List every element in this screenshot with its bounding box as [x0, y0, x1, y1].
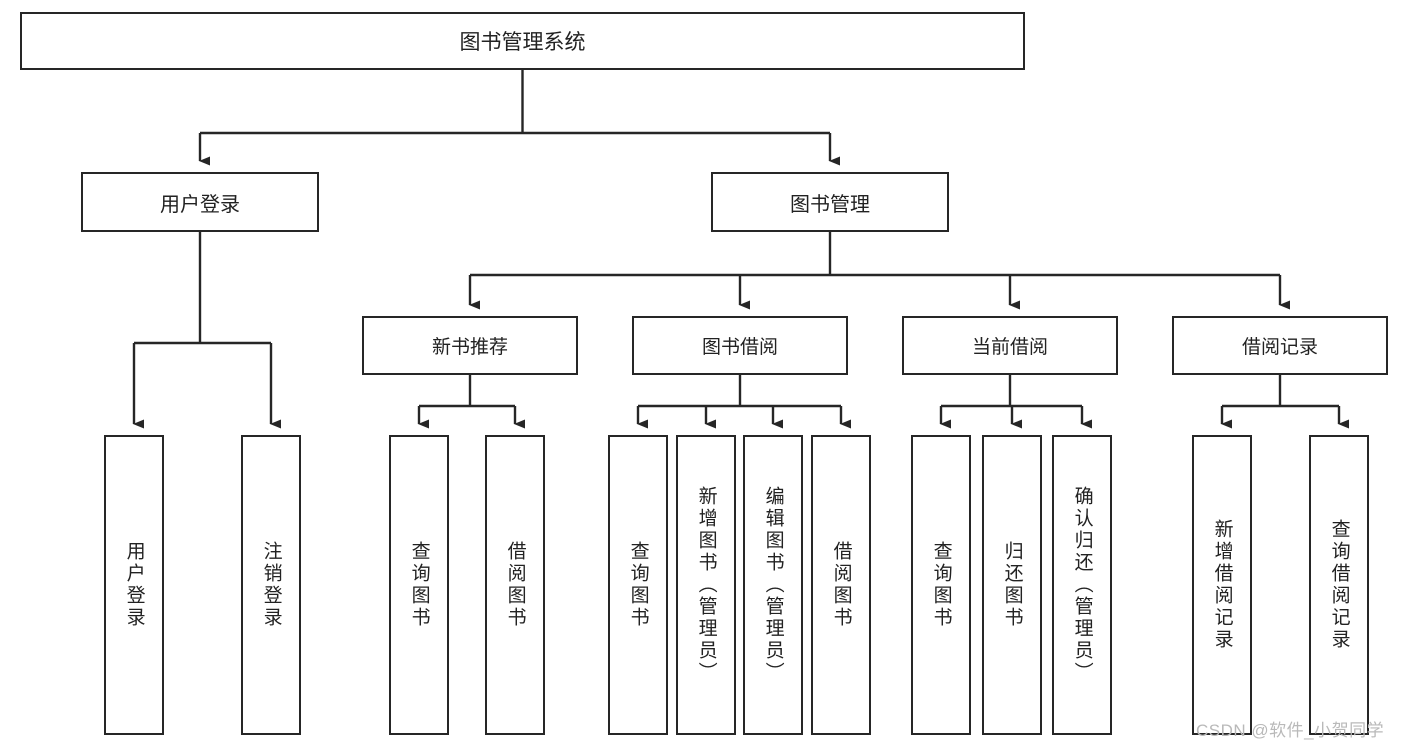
node-leaf-query-book-3: 查询图书 — [911, 435, 971, 735]
node-leaf-user-logout: 注销登录 — [241, 435, 301, 735]
node-leaf-add-record: 新增借阅记录 — [1192, 435, 1252, 735]
node-new-book-recommend: 新书推荐 — [362, 316, 578, 375]
node-label: 查询图书 — [627, 541, 649, 629]
node-leaf-borrow-book-2: 借阅图书 — [811, 435, 871, 735]
node-label: 新书推荐 — [431, 337, 508, 358]
node-label: 查询图书 — [408, 541, 430, 629]
node-leaf-borrow-book-1: 借阅图书 — [485, 435, 545, 735]
node-label: 图书借阅 — [701, 337, 778, 358]
node-user-login: 用户登录 — [81, 172, 319, 232]
node-label: 编辑图书（管理员） — [762, 486, 784, 684]
node-leaf-return-book: 归还图书 — [982, 435, 1042, 735]
node-leaf-user-login: 用户登录 — [104, 435, 164, 735]
node-label: 查询借阅记录 — [1328, 519, 1350, 651]
node-label: 新增图书（管理员） — [695, 486, 717, 684]
node-leaf-query-record: 查询借阅记录 — [1309, 435, 1369, 735]
csdn-watermark: CSDN @软件_小贺同学 — [1196, 721, 1385, 740]
node-leaf-confirm-return: 确认归还（管理员） — [1052, 435, 1112, 735]
node-label: 确认归还（管理员） — [1071, 486, 1093, 684]
node-label: 图书管理系统 — [459, 31, 586, 54]
node-leaf-query-book-1: 查询图书 — [389, 435, 449, 735]
node-current-borrow: 当前借阅 — [902, 316, 1118, 375]
node-label: 借阅图书 — [504, 541, 526, 629]
node-borrow-record: 借阅记录 — [1172, 316, 1388, 375]
node-leaf-edit-book: 编辑图书（管理员） — [743, 435, 803, 735]
node-label: 归还图书 — [1001, 541, 1023, 629]
node-label: 用户登录 — [123, 541, 145, 629]
node-label: 查询图书 — [930, 541, 952, 629]
node-label: 注销登录 — [260, 541, 282, 629]
node-label: 当前借阅 — [971, 337, 1048, 358]
node-book-borrow: 图书借阅 — [632, 316, 848, 375]
node-leaf-query-book-2: 查询图书 — [608, 435, 668, 735]
node-label: 借阅记录 — [1241, 337, 1318, 358]
node-label: 用户登录 — [160, 193, 240, 216]
node-book-manage: 图书管理 — [711, 172, 949, 232]
node-label: 新增借阅记录 — [1211, 519, 1233, 651]
node-root: 图书管理系统 — [20, 12, 1025, 70]
node-label: 借阅图书 — [830, 541, 852, 629]
node-label: 图书管理 — [790, 193, 870, 216]
node-leaf-add-book: 新增图书（管理员） — [676, 435, 736, 735]
